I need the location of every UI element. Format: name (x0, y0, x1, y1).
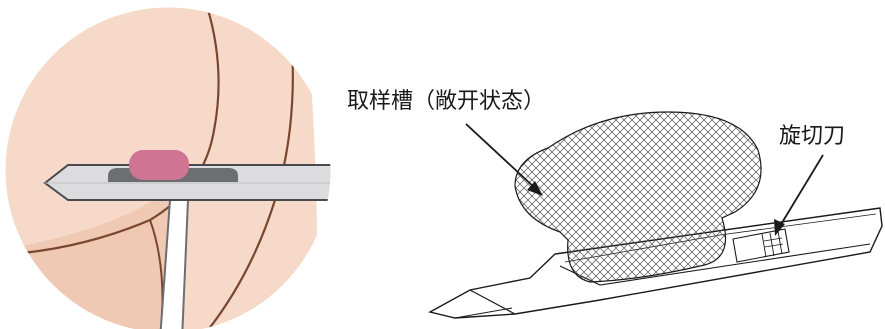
arrow-head (527, 181, 543, 196)
sample-groove-callout: 取样槽（敞开状态） (347, 89, 545, 196)
magnified-view (4, 6, 332, 329)
rotary-cutter (732, 228, 790, 263)
lesion-sample (129, 150, 189, 180)
arrow-head (774, 219, 785, 236)
needle-detail (428, 111, 883, 319)
rotary-cutter-label: 旋切刀 (779, 124, 845, 149)
tissue-sample (514, 111, 762, 283)
rotary-cutter-callout: 旋切刀 (774, 124, 845, 236)
sample-groove-label: 取样槽（敞开状态） (347, 89, 545, 114)
magnified-needle (43, 150, 331, 201)
